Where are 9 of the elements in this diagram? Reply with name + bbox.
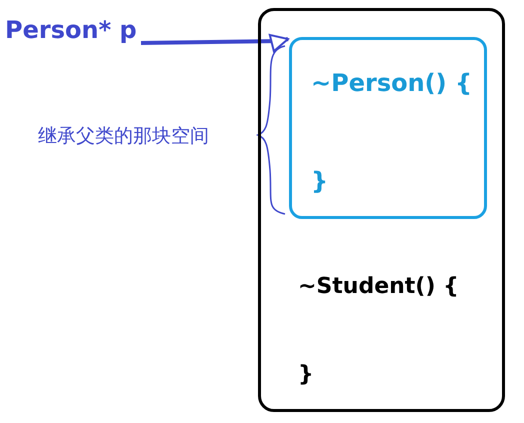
base-class-region: [289, 37, 487, 219]
hollow-arrow: [140, 34, 289, 52]
closing-brace: }: [298, 362, 314, 387]
pointer-label: Person* p: [5, 16, 137, 44]
object-box: [258, 8, 505, 412]
code-text: ~Student() {: [298, 274, 459, 299]
annotation-text: 继承父类的那块空间: [38, 124, 209, 149]
code-text: ~Person() {: [311, 69, 472, 97]
closing-brace: }: [311, 167, 328, 195]
